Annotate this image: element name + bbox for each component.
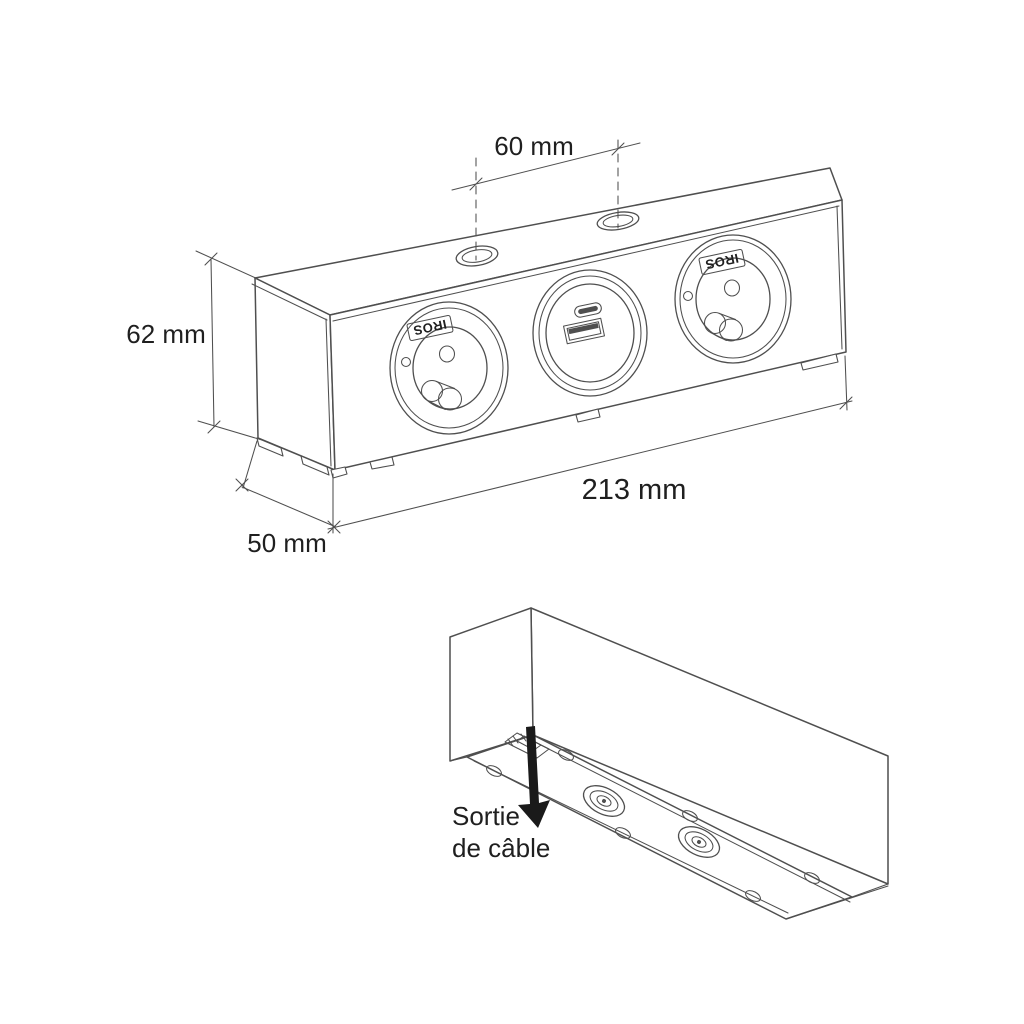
- cable-exit-label: Sortie de câble: [452, 801, 550, 863]
- socket-brand-plate-right: IROS: [698, 248, 746, 276]
- dimension-depth: 50 mm: [235, 440, 337, 558]
- socket-side-detail-right: [682, 290, 694, 302]
- dim-line-60: [451, 142, 641, 191]
- dimension-hole-spacing: 60 mm: [451, 131, 641, 261]
- socket-module-right: IROS: [674, 234, 792, 364]
- bottom-near-rim-line: [473, 760, 789, 914]
- socket-brand-plate-left: IROS: [406, 314, 454, 342]
- usb-a-port: [563, 317, 605, 345]
- dim-62mm-label: 62 mm: [126, 319, 205, 349]
- socket-module-left: IROS: [389, 301, 509, 435]
- socket-brand-text-right: IROS: [704, 251, 740, 273]
- right-wall-edge-inner: [851, 883, 889, 898]
- front-top-chamfer-line: [332, 205, 840, 322]
- cable-exit-label-line2: de câble: [452, 833, 550, 863]
- socket-brand-text-left: IROS: [412, 317, 448, 339]
- box-front-face: [329, 199, 847, 471]
- dim-line-50: [241, 486, 337, 528]
- dim-60mm-label: 60 mm: [494, 131, 573, 161]
- underside-foot-left: [582, 785, 626, 817]
- dimension-length: 213 mm: [327, 355, 853, 534]
- left-wall-edge: [449, 756, 468, 762]
- left-front-chamfer-line: [325, 318, 332, 467]
- cable-exit-arrow: [518, 726, 550, 828]
- underside-screw-holes: [486, 749, 820, 902]
- bottom-isometric-view: Sortie de câble: [449, 607, 889, 920]
- dim-line-62: [210, 258, 215, 428]
- socket-pin-hole-left: [438, 345, 456, 363]
- top-left-chamfer-line: [251, 283, 328, 321]
- earth-pin-right: [703, 311, 744, 342]
- dim-line-213: [327, 400, 853, 530]
- underside-foot-right: [677, 826, 721, 858]
- underside-box-body: [449, 607, 889, 920]
- strip-box-body: [251, 167, 847, 471]
- socket-side-detail-left: [400, 356, 412, 368]
- dim-213mm-label: 213 mm: [582, 474, 687, 506]
- dimension-height: 62 mm: [126, 250, 263, 441]
- socket-pin-hole-right: [723, 279, 741, 297]
- usb-module: [532, 269, 648, 397]
- right-wall-edge-outer: [785, 885, 889, 920]
- earth-pin-left: [420, 379, 463, 411]
- top-isometric-view: IROS: [126, 131, 853, 558]
- dim-50mm-label: 50 mm: [247, 528, 326, 558]
- top-mounting-hole-right: [596, 211, 640, 231]
- cable-exit-label-line1: Sortie: [452, 801, 520, 831]
- usb-c-port: [574, 302, 602, 318]
- right-edge-chamfer-line: [836, 205, 843, 350]
- bottom-feet-tabs: [256, 353, 839, 479]
